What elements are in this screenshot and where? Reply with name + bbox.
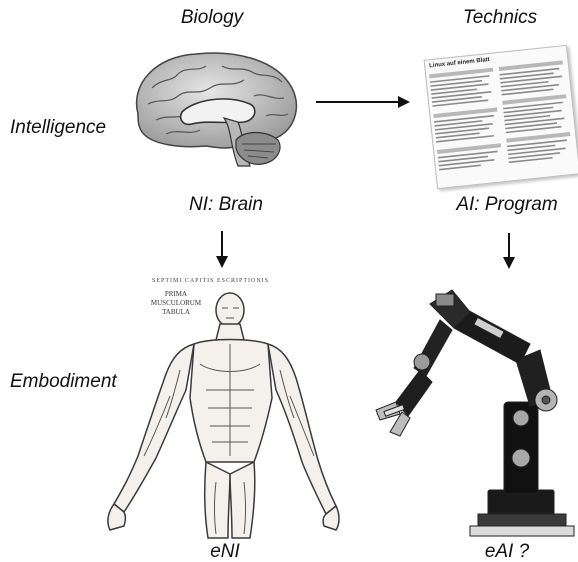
robot-arm xyxy=(370,290,578,542)
program-document: Linux auf einem Blatt xyxy=(424,45,578,189)
arrow-brain-to-program xyxy=(316,96,410,108)
anatomy-plate-heading: SEPTIMI CAPITIS ESCRIPTIONIS xyxy=(152,278,269,284)
arrow-program-to-eai xyxy=(503,233,515,269)
arrow-brain-to-eni xyxy=(216,231,228,268)
program-document-lines xyxy=(429,60,576,184)
anatomy-figure xyxy=(100,286,340,538)
